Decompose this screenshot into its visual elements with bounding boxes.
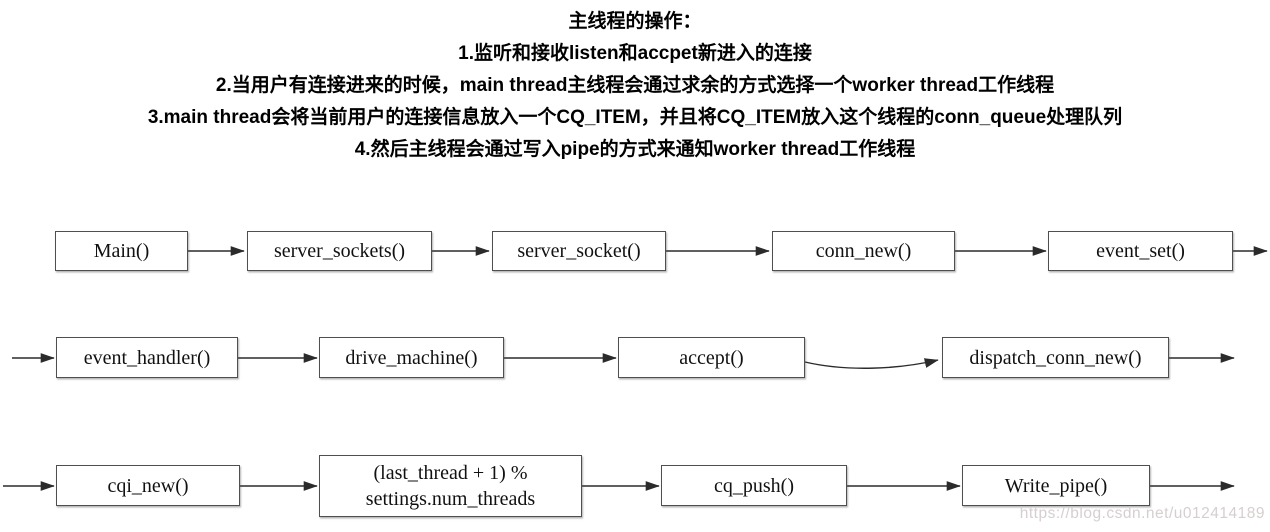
watermark-url: https://blog.csdn.net/u012414189 [1019,505,1265,522]
flow-node-cqi-new: cqi_new() [56,465,240,506]
flow-node-dispatch-conn-new: dispatch_conn_new() [942,337,1169,378]
flow-node-cq-push: cq_push() [661,465,847,506]
flow-node-server-socket: server_socket() [492,231,666,271]
diagram-step-1: 1.监听和接收listen和accpet新进入的连接 [458,43,812,64]
flow-node-event-set: event_set() [1048,231,1233,271]
flow-node-drive-machine: drive_machine() [319,337,504,378]
diagram-step-4: 4.然后主线程会通过写入pipe的方式来通知worker thread工作线程 [354,139,916,160]
diagram-title: 主线程的操作： [568,11,702,32]
flow-node-write-pipe: Write_pipe() [962,465,1150,506]
flow-node-server-sockets: server_sockets() [247,231,432,271]
flow-arrow-icon [804,358,939,369]
diagram-step-3: 3.main thread会将当前用户的连接信息放入一个CQ_ITEM，并且将C… [147,107,1123,128]
flow-node-conn-new: conn_new() [772,231,955,271]
header-text-block: 主线程的操作： 1.监听和接收listen和accpet新进入的连接 2.当用户… [0,6,1270,166]
diagram-step-2: 2.当用户有连接进来的时候，main thread主线程会通过求余的方式选择一个… [215,75,1055,96]
flow-node-thread-select: (last_thread + 1) % settings.num_threads [319,455,582,517]
flow-node-accept: accept() [618,337,805,378]
flow-node-main: Main() [55,231,188,271]
flow-node-event-handler: event_handler() [56,337,238,378]
